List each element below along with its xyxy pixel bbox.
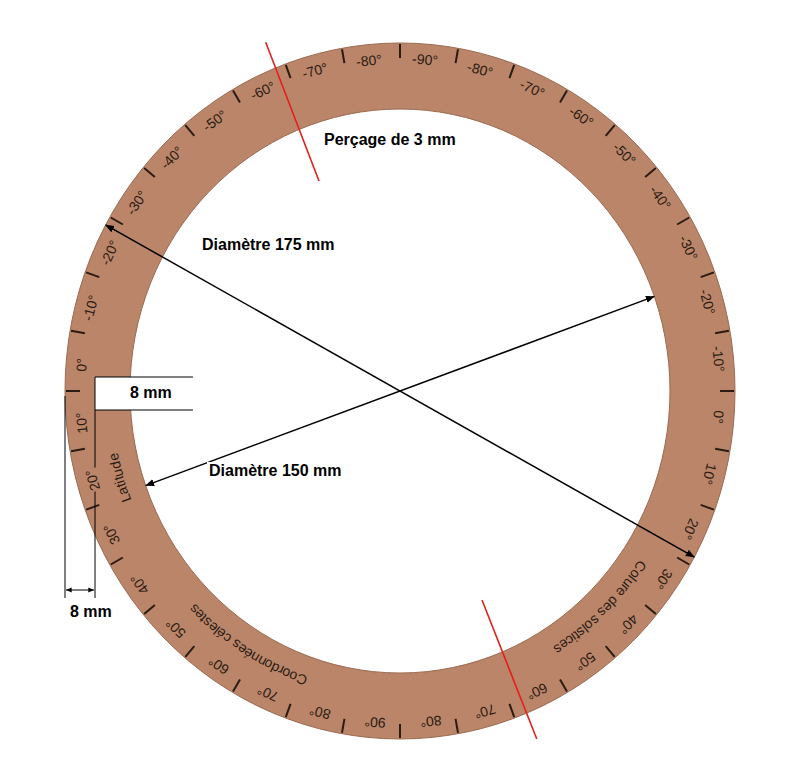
dimension-arrow: [66, 590, 94, 591]
scale-tick: [233, 90, 240, 102]
diameter-arrow: [146, 296, 655, 485]
degree-label: -90°: [411, 51, 440, 68]
scale-tick: [86, 272, 99, 277]
drill-note: Perçage de 3 mm: [322, 131, 458, 149]
degree-label: 90°: [363, 714, 387, 731]
scale-tick: [715, 449, 729, 451]
diameter-arrow: [106, 225, 695, 557]
degree-label: 0°: [74, 357, 90, 374]
scale-tick: [342, 719, 344, 733]
diameter-label: Diamètre 175 mm: [200, 236, 337, 254]
scale-tick: [399, 44, 401, 58]
degree-label: -80°: [355, 52, 384, 70]
scale-tick: [144, 605, 155, 614]
scale-tick: [677, 558, 689, 565]
dimension-label: 8 mm: [68, 603, 114, 621]
extension-line: [65, 396, 66, 598]
drill-mark: [266, 42, 319, 181]
scale-tick: [456, 49, 458, 63]
scale-tick: [111, 218, 123, 225]
scale-tick: [720, 390, 734, 392]
scale-tick: [111, 558, 123, 565]
drill-mark: [482, 600, 537, 739]
scale-tick: [560, 679, 567, 691]
scale-tick: [509, 704, 514, 717]
scale-tick: [399, 724, 401, 738]
tick-group: [66, 44, 734, 738]
scale-tick: [86, 505, 99, 510]
scale-tick: [185, 646, 194, 657]
degree-label: 80°: [418, 713, 443, 730]
scale-tick: [606, 646, 615, 657]
scale-tick: [233, 679, 240, 691]
degree-label: 10°: [74, 411, 91, 436]
copper-ring: [65, 43, 735, 739]
scale-tick: [509, 65, 514, 78]
scale-tick: [701, 272, 714, 277]
extension-line: [95, 410, 96, 598]
scale-tick: [606, 125, 615, 136]
scale-tick: [286, 704, 291, 717]
diameter-label: Diamètre 150 mm: [207, 462, 344, 480]
scale-tick: [66, 390, 80, 392]
scale-tick: [71, 449, 85, 451]
scale-tick: [342, 49, 344, 63]
dimension-label: 8 mm: [128, 384, 174, 402]
scale-tick: [560, 90, 567, 102]
scale-tick: [144, 168, 155, 177]
scale-tick: [701, 505, 714, 510]
scale-tick: [715, 331, 729, 333]
scale-tick: [677, 218, 689, 225]
dimension-box: [95, 377, 193, 410]
scale-tick: [185, 125, 194, 136]
degree-label: 0°: [710, 409, 726, 426]
scale-tick: [645, 168, 656, 177]
scale-tick: [456, 719, 458, 733]
scale-tick: [645, 605, 656, 614]
scale-tick: [71, 331, 85, 333]
dimension-line: [95, 377, 193, 410]
scale-tick: [286, 65, 291, 78]
degree-label: -10°: [709, 345, 727, 374]
